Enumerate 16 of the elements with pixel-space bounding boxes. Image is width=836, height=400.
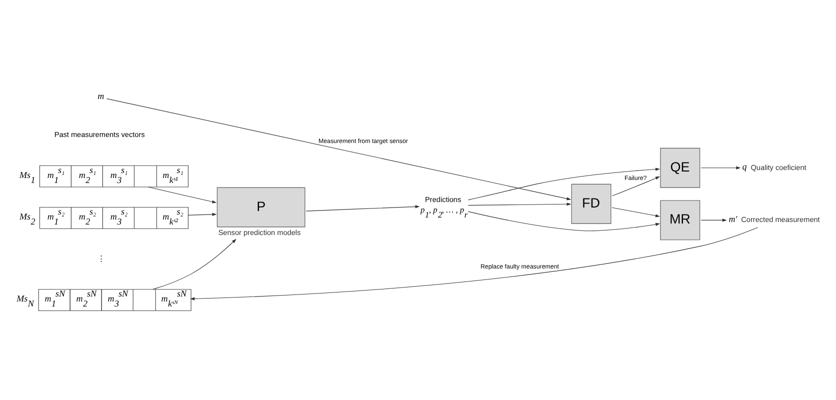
arrow (188, 212, 217, 216)
arrow (106, 98, 572, 200)
node-text: m (98, 90, 104, 101)
arrow (148, 186, 217, 203)
arrow (612, 206, 660, 217)
arrow (700, 166, 741, 169)
arrow (468, 210, 660, 231)
arrow (306, 204, 420, 211)
arrow (700, 218, 727, 222)
node-text: m′ (728, 213, 738, 224)
arrow (612, 176, 660, 196)
arrow (468, 202, 572, 206)
arrow (468, 167, 660, 200)
arrow (152, 238, 236, 290)
node-text: q (742, 160, 747, 171)
arrow (190, 226, 758, 300)
